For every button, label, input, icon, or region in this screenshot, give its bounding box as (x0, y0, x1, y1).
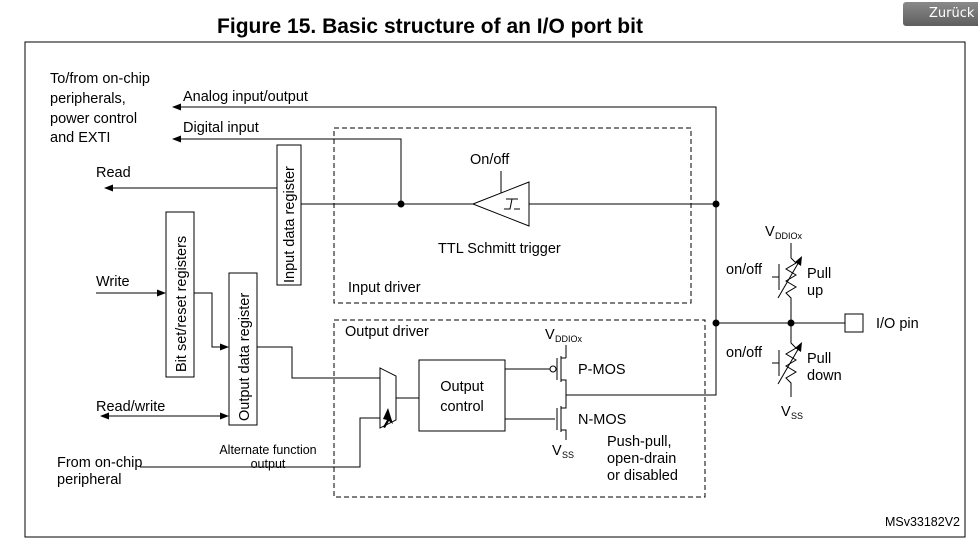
outer-frame (24, 41, 966, 538)
label-pmos: P-MOS (578, 362, 626, 378)
label-analog: Analog input/output (183, 89, 308, 105)
driver-output-line (566, 323, 717, 396)
label-peripherals-4: and EXTI (50, 130, 110, 146)
pmos-gate-bubble (549, 365, 557, 373)
label-trigger-on-off: On/off (470, 152, 510, 168)
label-pull-down-on-off: on/off (726, 345, 763, 361)
pull-up-arrowhead (795, 256, 802, 266)
pull-down-variable-arrow (777, 345, 801, 385)
label-io-pin: I/O pin (876, 316, 919, 332)
label-peripherals-3: power control (50, 111, 137, 127)
pull-down-resistor (785, 323, 797, 397)
label-push-pull-1: Push-pull, (607, 434, 671, 450)
alt-func-line (140, 417, 380, 468)
label-from-periph-1: From on-chip (57, 455, 142, 471)
output-mux (379, 367, 397, 429)
label-vddiox-top-v: V (765, 224, 775, 240)
label-from-periph-2: peripheral (57, 472, 122, 488)
pull-up-variable-arrow (777, 259, 801, 299)
nmos-drain (561, 395, 567, 409)
label-push-pull-3: or disabled (607, 468, 678, 484)
junction-digital (397, 200, 405, 208)
figure-reference: MSv33182V2 (885, 515, 960, 529)
label-push-pull-2: open-drain (607, 451, 676, 467)
label-vss-bottom-sub: SS (791, 411, 803, 421)
digital-line (180, 138, 402, 204)
analog-arrow (172, 103, 181, 111)
write-arrow (157, 289, 166, 297)
label-pull-up-1: Pull (807, 266, 831, 282)
bsrr-to-odr-line (194, 292, 221, 348)
bsrr-to-odr-arrow (220, 343, 229, 351)
output-control-label-1: Output (440, 379, 484, 395)
label-digital: Digital input (183, 120, 259, 136)
analog-line (180, 106, 717, 323)
label-alt-func-1: Alternate function (219, 443, 316, 457)
pull-up-resistor (785, 257, 797, 323)
label-vss-bottom-v: V (781, 404, 791, 420)
pmos-drain (561, 379, 567, 395)
read-write-arrow-left (100, 412, 109, 420)
label-read-write: Read/write (96, 399, 165, 415)
label-write: Write (96, 274, 130, 290)
label-vss-nmos-v: V (552, 443, 562, 459)
label-output-driver: Output driver (345, 324, 429, 340)
input-driver-box (333, 127, 692, 304)
label-vddiox-pmos-sub: DDIOx (555, 334, 583, 344)
bit-set-reset-registers (165, 211, 195, 378)
read-write-arrow-right (220, 412, 229, 420)
label-nmos: N-MOS (578, 412, 626, 428)
input-data-register (276, 144, 302, 286)
input-data-register-label: Input data register (282, 166, 298, 283)
label-vddiox-pmos-v: V (545, 327, 555, 343)
label-peripherals-2: peripherals, (50, 91, 126, 107)
label-alt-func-2: output (251, 457, 286, 471)
junction-pin-left (712, 319, 720, 327)
label-pull-up-2: up (807, 283, 823, 299)
label-peripherals-1: To/from on-chip (50, 71, 150, 87)
pull-down-arrowhead (795, 342, 802, 352)
figure-title: Figure 15. Basic structure of an I/O por… (217, 15, 643, 38)
label-vddiox-top-sub: DDIOx (775, 231, 803, 241)
output-data-register (228, 272, 258, 426)
mux-select-cursor-icon (383, 408, 393, 428)
io-pin-box (844, 313, 864, 333)
label-read: Read (96, 165, 131, 181)
output-control-label-2: control (440, 399, 484, 415)
label-pull-down-2: down (807, 368, 842, 384)
label-input-driver: Input driver (348, 280, 421, 296)
output-control-box (418, 359, 506, 432)
label-pull-up-on-off: on/off (726, 262, 763, 278)
read-arrow (104, 184, 113, 192)
hysteresis-icon (504, 198, 518, 210)
label-pull-down-1: Pull (807, 351, 831, 367)
label-vss-nmos-sub: SS (562, 450, 574, 460)
back-button[interactable]: Zurück (903, 2, 978, 26)
label-schmitt: TTL Schmitt trigger (438, 241, 561, 257)
odr-to-mux-line (257, 346, 380, 379)
junction-analog (712, 200, 720, 208)
bit-set-reset-label: Bit set/reset registers (174, 236, 190, 372)
digital-arrow (172, 135, 181, 143)
output-data-register-label: Output data register (237, 293, 253, 421)
output-driver-box (333, 319, 706, 498)
nmos-source (561, 429, 567, 440)
